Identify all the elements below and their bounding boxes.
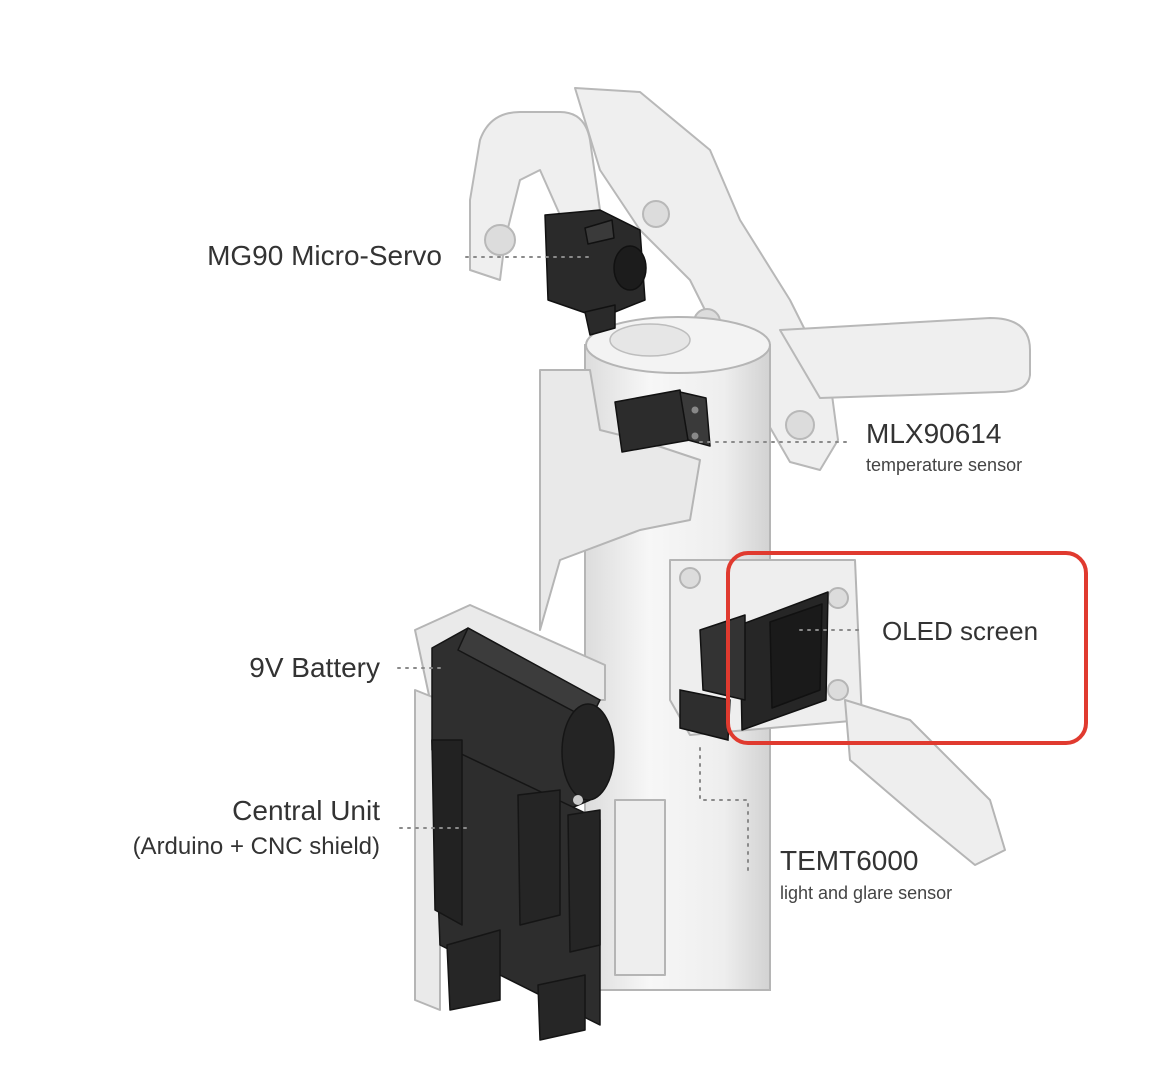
leader-light: [699, 747, 749, 876]
label-central-title: Central Unit: [232, 795, 380, 826]
oled-highlight-box: [726, 551, 1088, 745]
label-light-title: TEMT6000: [780, 845, 919, 876]
label-temperature-title: MLX90614: [866, 418, 1002, 449]
temperature-sensor-component: [614, 389, 711, 453]
leader-lines: [397, 256, 863, 876]
servo-component: [544, 209, 647, 336]
label-temperature-sub: temperature sensor: [866, 455, 1023, 475]
label-battery: 9V Battery: [249, 652, 380, 683]
central-unit-component: [431, 739, 601, 1041]
label-light-sub: light and glare sensor: [780, 883, 953, 903]
label-servo: MG90 Micro-Servo: [207, 240, 442, 271]
label-central-sub: (Arduino + CNC shield): [132, 833, 380, 860]
light-sensor-component: [679, 689, 731, 741]
label-oled: OLED screen: [882, 616, 1039, 646]
